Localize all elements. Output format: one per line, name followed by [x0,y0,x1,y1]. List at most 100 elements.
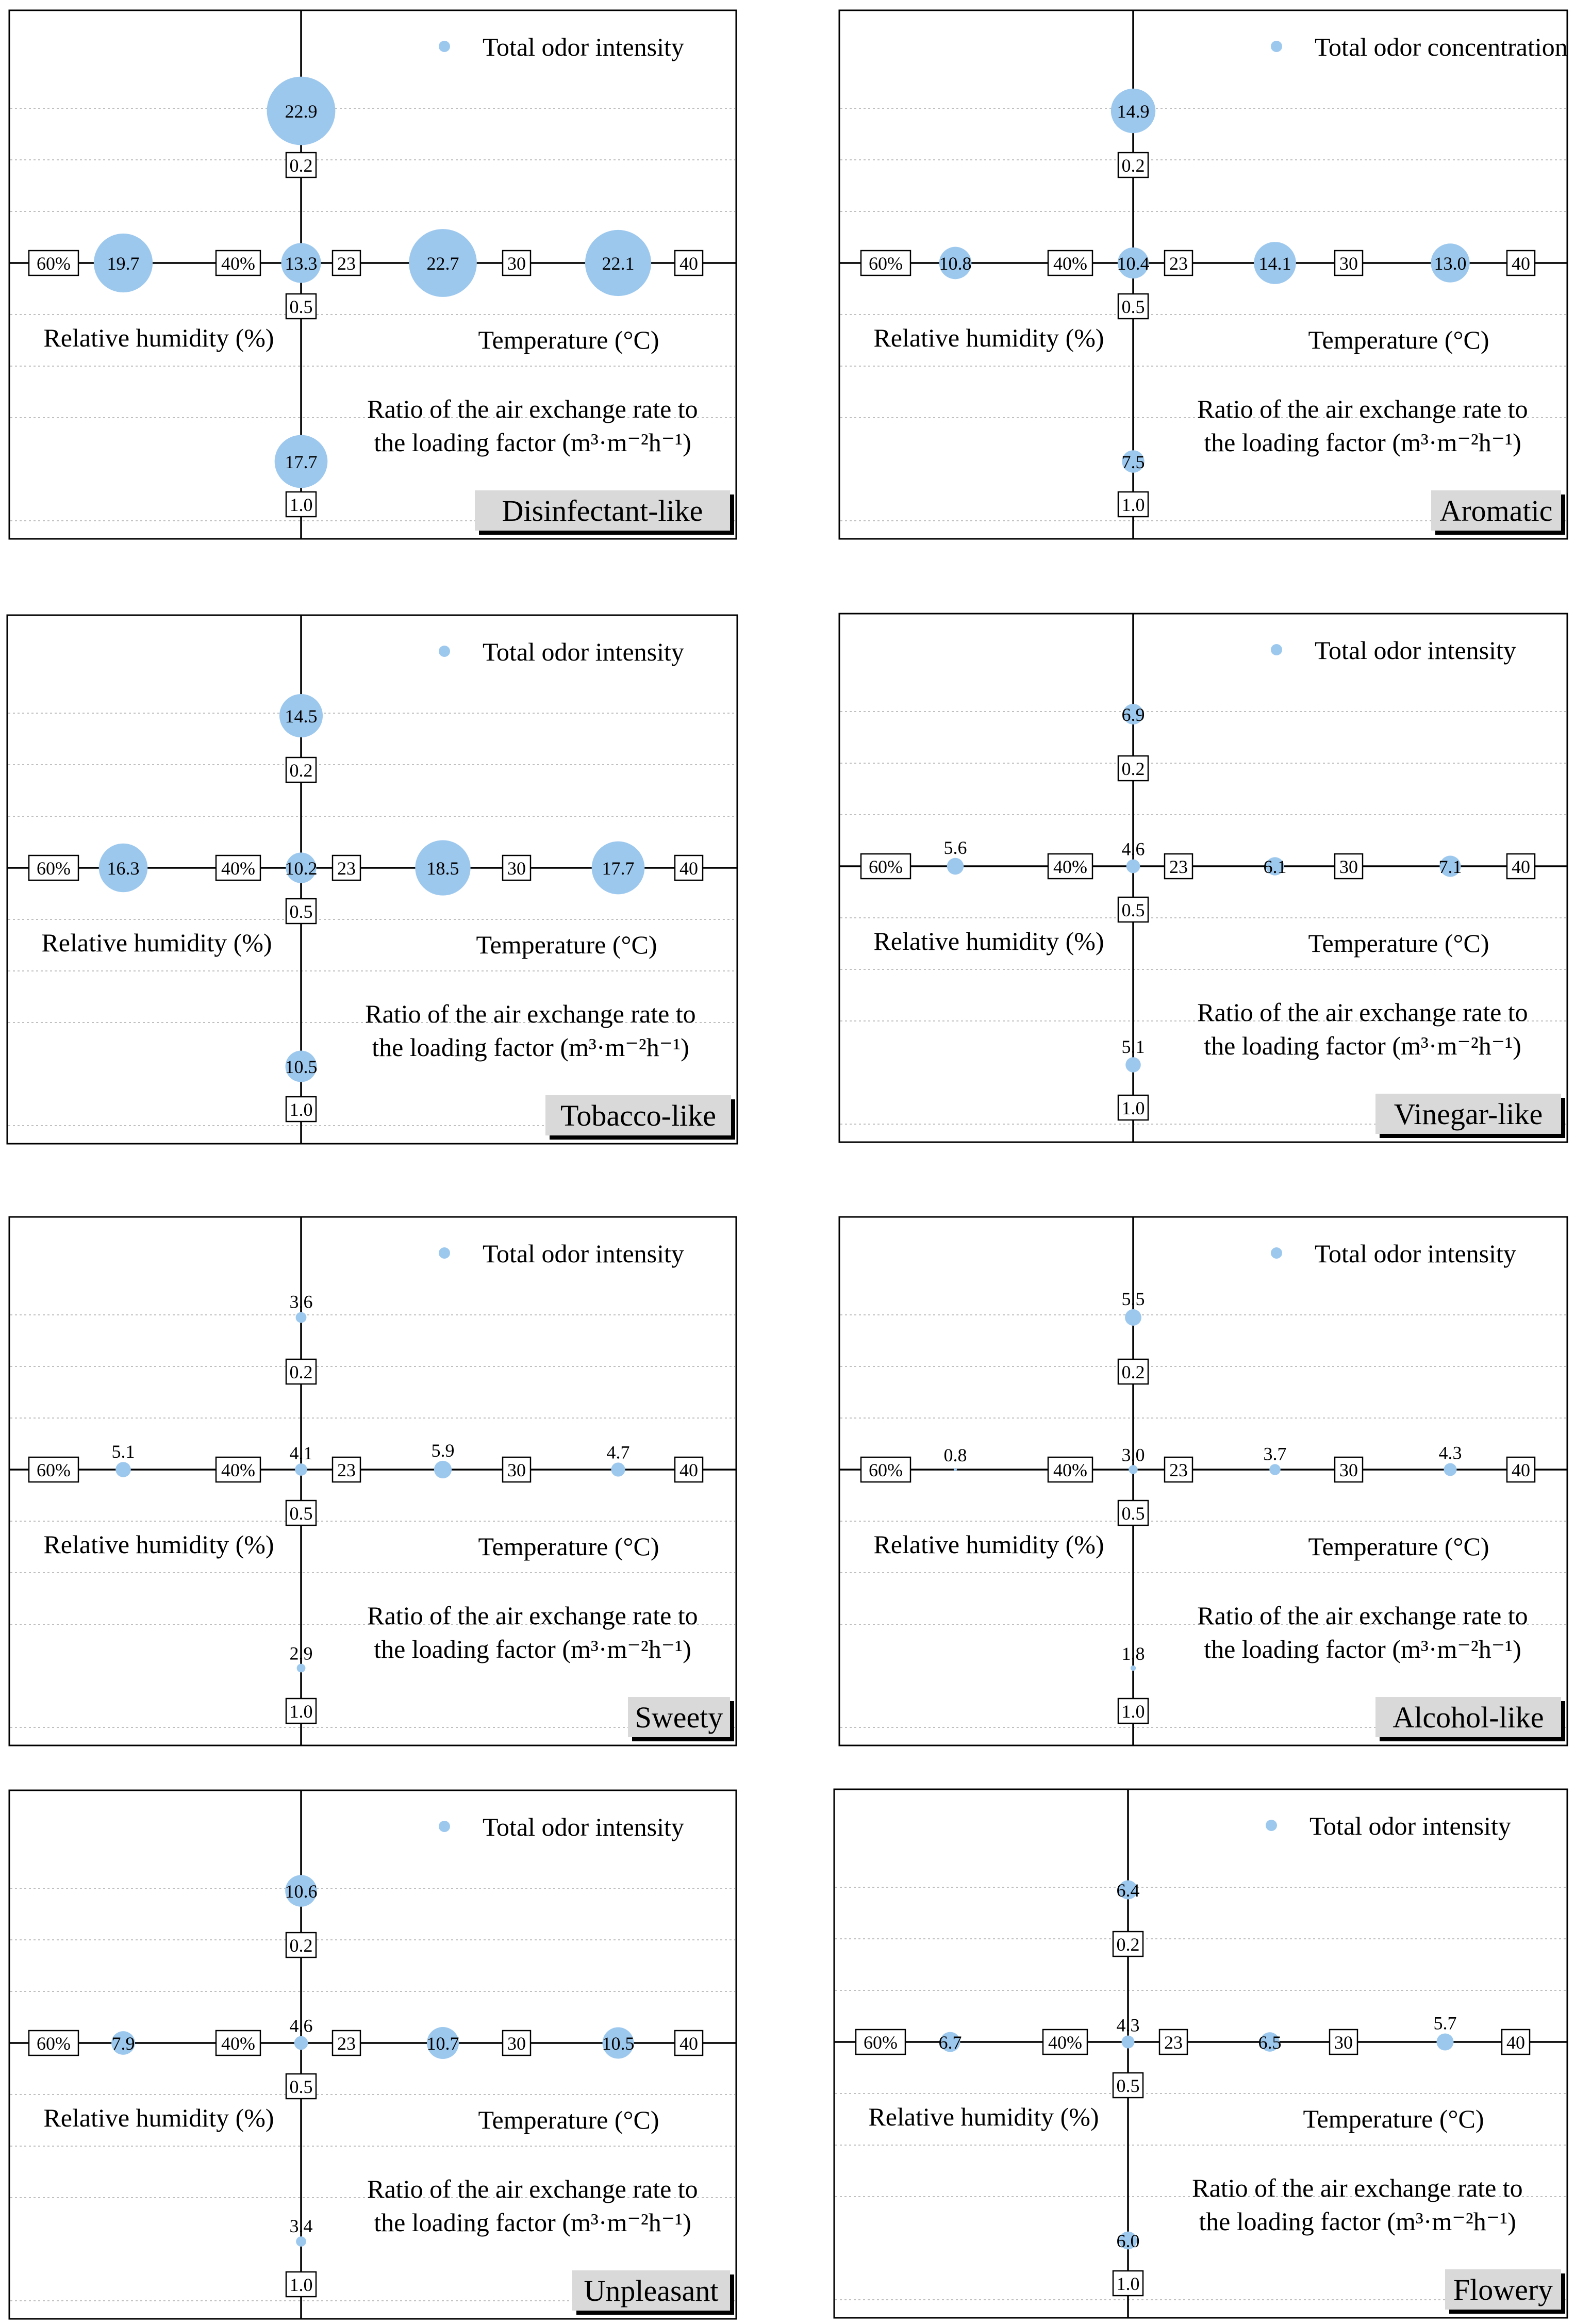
tick-box-t30 [1334,250,1364,276]
humidity-axis-title: Relative humidity (%) [43,1530,274,1559]
tick-label-r02: 0.2 [1122,155,1145,176]
legend-marker [1271,41,1282,52]
tick-label-r05: 0.5 [290,2076,313,2097]
temperature-axis-title: Temperature (°C) [1303,2104,1484,2133]
value-label-t40: 4.3 [1439,1443,1462,1463]
value-label-rh60: 10.8 [939,253,972,274]
tick-box-rh40 [215,250,261,276]
value-label-ratio-02: 6.4 [1117,1880,1140,1901]
tick-box-r05 [1112,2072,1144,2099]
bubble-center [281,243,321,283]
legend-label: Total odor intensity [483,637,684,666]
ratio-axis-title-line2: the loading factor (m³·m⁻²h⁻¹) [1204,1031,1521,1060]
tick-box-r02 [285,756,317,783]
tick-box-rh60 [28,854,79,881]
category-label: Flowery [1453,2273,1553,2306]
bubble-rh60 [115,1462,131,1477]
legend-label: Total odor concentration [1315,32,1568,61]
value-label-t30: 14.1 [1259,253,1291,274]
value-label-ratio-10: 6.0 [1117,2231,1140,2251]
bubble-t30 [426,2026,459,2059]
value-label-center: 4.6 [1122,839,1145,860]
tick-box-r10 [1112,2270,1144,2297]
humidity-axis-title: Relative humidity (%) [43,2103,274,2132]
ratio-axis-title-line1: Ratio of the air exchange rate to [1197,1601,1528,1630]
tick-label-rh60: 60% [37,253,71,274]
tick-label-r02: 0.2 [1122,759,1145,779]
ratio-axis-title-line1: Ratio of the air exchange rate to [1197,998,1528,1027]
bubble-center [1117,247,1149,279]
value-label-rh60: 0.8 [944,1445,967,1465]
tick-box-t40 [1506,250,1536,276]
tick-label-t40: 40 [1512,253,1530,274]
tick-box-r02 [1112,1931,1144,1957]
value-label-ratio-02: 10.6 [285,1881,318,1902]
tick-label-t40: 40 [679,858,698,879]
value-label-ratio-10: 2.9 [290,1643,313,1664]
ratio-axis-title-line2: the loading factor (m³·m⁻²h⁻¹) [374,1635,691,1663]
tick-box-r05 [285,898,317,925]
tick-label-t23: 23 [1169,253,1188,274]
bubble-t40 [1436,2033,1454,2051]
legend-marker [439,646,450,657]
tick-box-rh40 [1047,853,1093,880]
tick-box-t30 [502,2030,532,2056]
ratio-axis-title-line1: Ratio of the air exchange rate to [367,394,698,423]
category-box [572,2270,730,2311]
tick-box-r02 [285,152,317,178]
legend-label: Total odor intensity [483,1239,684,1268]
tick-box-t40 [674,250,704,276]
bubble-rh60 [98,843,148,893]
value-label-rh60: 16.3 [107,858,140,879]
bubble-ratio-02 [1125,1309,1141,1326]
tick-box-rh40 [215,1456,261,1483]
ratio-axis-title-line2: the loading factor (m³·m⁻²h⁻¹) [1199,2207,1516,2236]
category-label: Aromatic [1439,494,1552,528]
bubble-t30 [1266,857,1284,876]
bubble-t40 [1431,243,1470,283]
bubble-t30 [1269,1464,1281,1475]
bubble-t40 [1439,855,1461,877]
category-box [1375,1094,1561,1134]
humidity-axis-title: Relative humidity (%) [41,928,272,957]
tick-label-t40: 40 [1512,856,1530,877]
tick-label-t30: 30 [1339,253,1358,274]
humidity-axis-title: Relative humidity (%) [43,323,274,352]
value-label-t30: 6.5 [1258,2032,1282,2053]
tick-box-rh40 [1047,250,1093,276]
bubble-ratio-10 [296,2236,306,2247]
tick-label-r10: 1.0 [290,2274,313,2295]
ratio-axis-title-line2: the loading factor (m³·m⁻²h⁻¹) [374,2208,691,2237]
panel-frame [838,1216,1568,1746]
value-label-ratio-10: 10.5 [285,1057,318,1077]
tick-box-r10 [285,1096,317,1123]
value-label-t30: 3.7 [1264,1443,1287,1464]
tick-box-r02 [1117,152,1149,178]
tick-label-r10: 1.0 [290,495,313,515]
tick-box-t23 [1164,250,1193,276]
tick-box-rh60 [28,250,79,276]
value-label-rh60: 5.6 [944,837,967,858]
tick-box-t23 [331,2030,361,2056]
value-label-ratio-02: 22.9 [285,101,318,122]
tick-box-t40 [1501,2029,1531,2055]
bubble-ratio-02 [1110,88,1156,134]
tick-box-rh60 [860,1456,911,1483]
legend-marker [1271,644,1282,655]
tick-label-rh40: 40% [221,858,255,879]
tick-box-r10 [285,1697,317,1724]
humidity-axis-title: Relative humidity (%) [873,1530,1104,1559]
tick-box-rh60 [855,2029,906,2055]
tick-box-r05 [1117,293,1149,320]
value-label-ratio-02: 5.5 [1122,1289,1145,1309]
tick-box-r10 [1117,1697,1149,1724]
humidity-axis-title: Relative humidity (%) [868,2102,1099,2131]
temperature-axis-title: Temperature (°C) [1308,929,1489,958]
tick-label-rh60: 60% [869,856,903,877]
value-label-ratio-10: 3.4 [290,2216,313,2236]
tick-label-rh60: 60% [37,2033,71,2054]
tick-label-r10: 1.0 [290,1701,313,1722]
panel-frame [833,1788,1568,2319]
tick-label-t23: 23 [337,2033,356,2054]
